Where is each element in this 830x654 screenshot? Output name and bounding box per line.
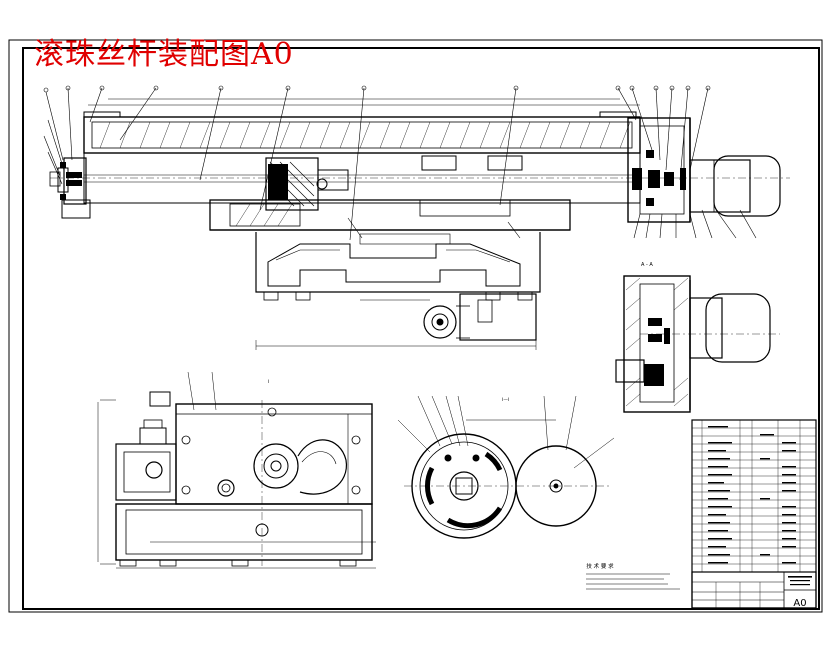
section-label: A - A xyxy=(641,262,653,268)
leader-lines-top xyxy=(43,87,709,241)
technical-notes: 技 术 要 求 xyxy=(586,562,680,590)
main-assembly-view xyxy=(43,85,790,350)
drawing-number: A0 xyxy=(793,598,806,609)
svg-text:Ⅰ: Ⅰ xyxy=(268,379,269,385)
outer-border xyxy=(8,39,823,613)
gear-detail-view: Ⅰ—Ⅰ xyxy=(397,395,615,539)
drawing-title: 滚珠丝杆装配图A0 xyxy=(34,37,294,72)
parts-list-table: A0 xyxy=(691,419,817,609)
part-callouts-top xyxy=(43,85,711,93)
side-view: Ⅰ xyxy=(97,371,376,569)
inner-border xyxy=(22,47,820,610)
section-a-a-view: A - A xyxy=(615,262,780,413)
svg-text:Ⅰ—Ⅰ: Ⅰ—Ⅰ xyxy=(502,397,509,403)
notes-title: 技 术 要 求 xyxy=(586,562,614,570)
